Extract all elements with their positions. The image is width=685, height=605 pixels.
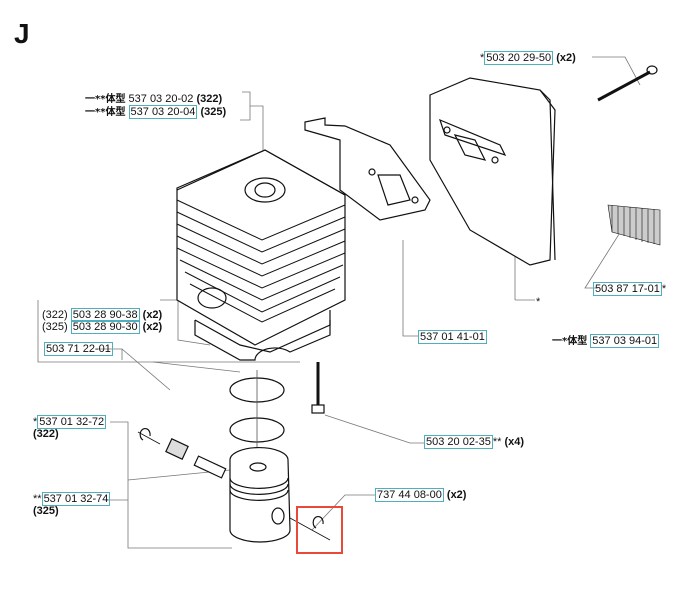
part-number: 537 03 94-01 (590, 334, 660, 348)
part-number: 503 20 02-35 (424, 435, 493, 449)
piston-drawing (229, 447, 291, 543)
section-letter: J (14, 18, 30, 49)
piston-pin-assembly (137, 428, 331, 541)
part-number: 503 87 17-01 (593, 282, 662, 296)
label-muffler-screw[interactable]: *503 20 29-50 (x2) (480, 51, 576, 65)
leader-lines (37, 56, 641, 549)
part-number: 503 28 90-30 (70, 320, 140, 334)
part-number: 503 20 29-50 (484, 51, 554, 65)
cylinder-screw-drawing (311, 362, 325, 414)
long-bolt-drawing (597, 65, 658, 102)
muffler-drawing (429, 77, 556, 266)
part-number: 537 01 32-72 (37, 415, 107, 429)
part-number: 537 03 20-04 (128, 105, 198, 119)
part-number: 537 01 41-01 (418, 330, 487, 344)
gasket-plate-drawing (304, 117, 431, 221)
label-piston-325[interactable]: **537 01 32-74 (325) (33, 492, 111, 517)
screen-mesh-drawing (607, 204, 661, 246)
part-number: 503 71 22-01 (44, 342, 113, 356)
label-circlip[interactable]: 737 44 08-00 (x2) (375, 488, 467, 502)
label-gasket[interactable]: 537 01 41-01 (418, 330, 487, 344)
label-cylinder-325[interactable]: 一**体型 537 03 20-04 (325) (85, 105, 227, 119)
part-number: 537 03 20-02 (128, 93, 194, 105)
label-muffler-assy[interactable]: 一*体型 537 03 94-01 (552, 334, 660, 348)
label-cylinder-322[interactable]: 一**体型 537 03 20-02 (322) (85, 93, 223, 105)
part-number: 503 28 90-38 (70, 308, 140, 322)
label-piston-322[interactable]: *537 01 32-72 (322) (33, 415, 107, 440)
label-base-gasket-325[interactable]: (325) 503 28 90-30 (x2) (42, 320, 163, 334)
label-cylinder-screw[interactable]: 503 20 02-35** (x4) (424, 435, 525, 449)
label-muffler-star: * (536, 296, 541, 308)
label-bearing[interactable]: 503 71 22-01 (44, 342, 113, 356)
label-screen[interactable]: 503 87 17-01* (593, 282, 667, 296)
highlight-circlip (296, 506, 343, 554)
part-number: 537 01 32-74 (41, 492, 111, 506)
label-base-gasket-322[interactable]: (322) 503 28 90-38 (x2) (42, 308, 163, 322)
part-number: 737 44 08-00 (375, 488, 444, 502)
cylinder-drawing (176, 149, 346, 361)
